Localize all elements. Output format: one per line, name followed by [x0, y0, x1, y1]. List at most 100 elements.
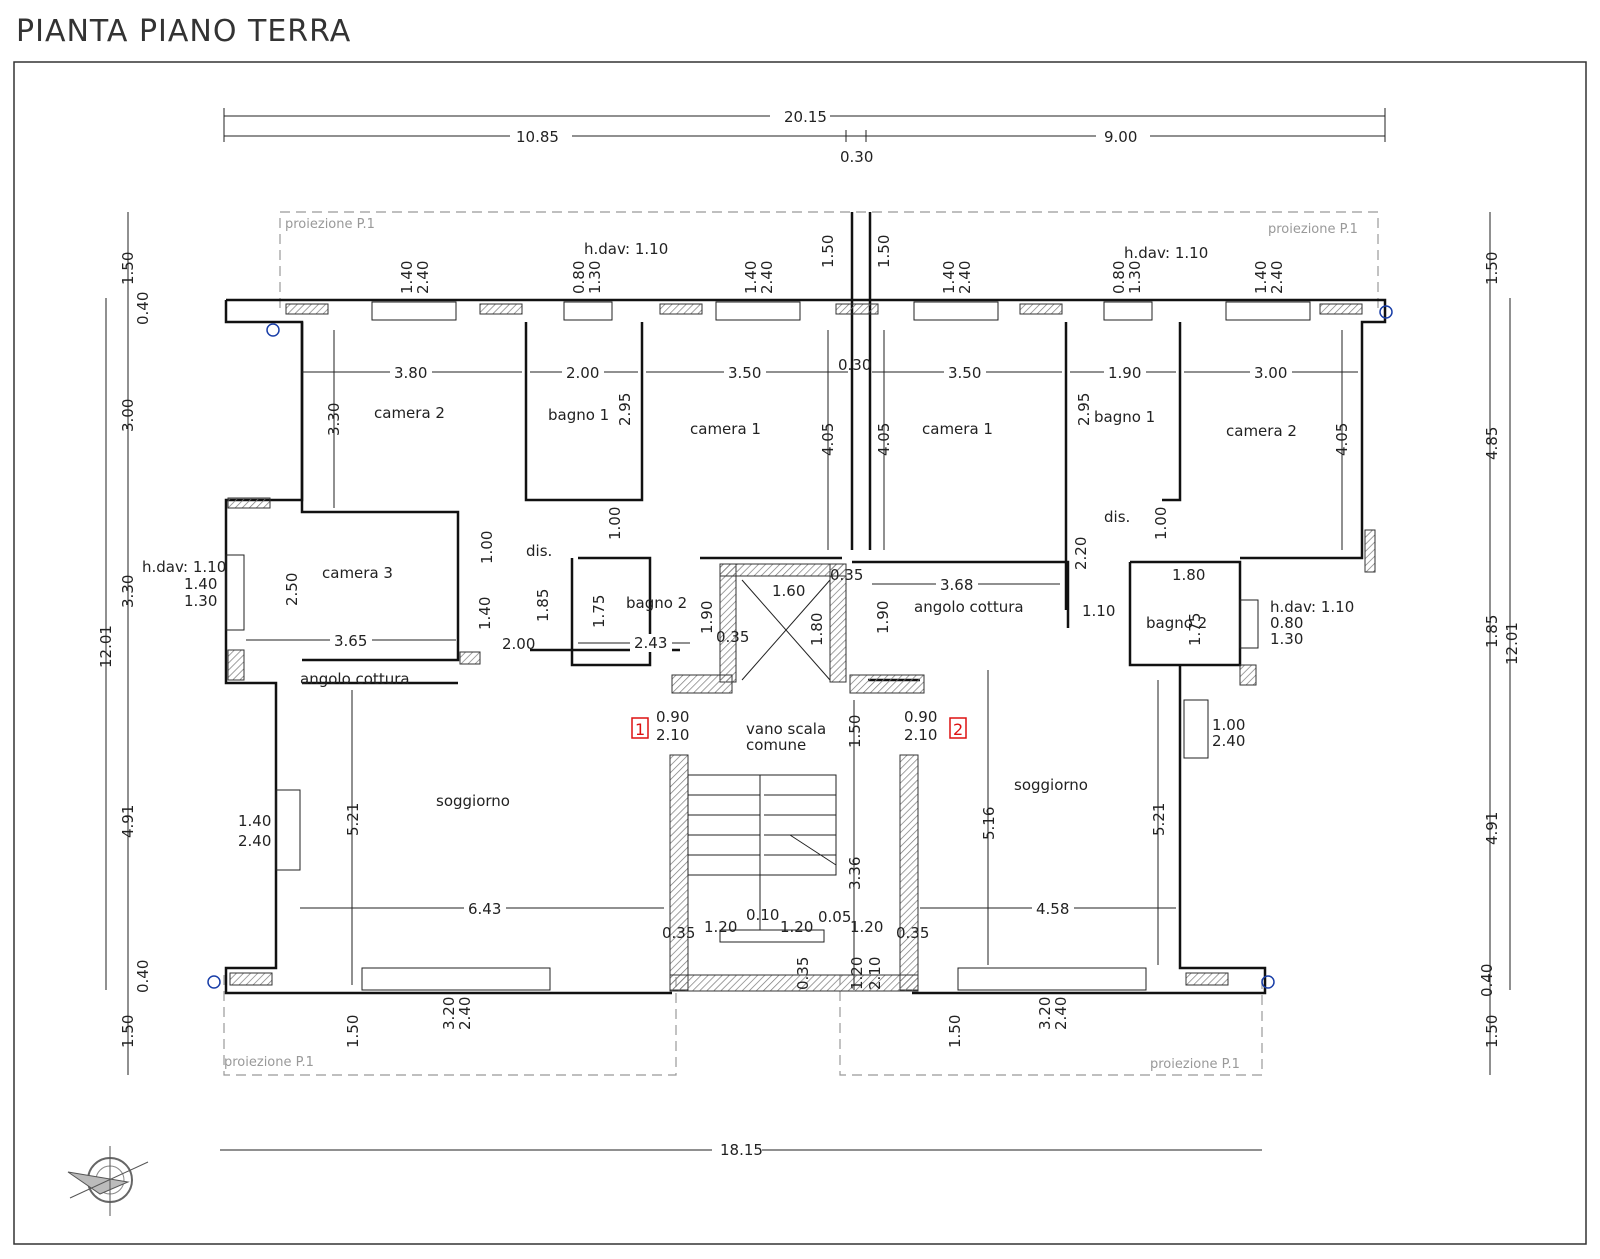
dim-top-mid: 0.30: [840, 148, 873, 166]
dim-stair-width: 1.60: [772, 582, 805, 600]
dim-bagno2-right-width: 1.80: [1172, 566, 1205, 584]
dim-stair-wall: 0.35: [716, 628, 749, 646]
dim-right-5: 0.40: [1478, 964, 1496, 997]
dim-dis-left-2: 1.00: [478, 531, 496, 564]
dim-right-4: 4.91: [1483, 812, 1501, 845]
dim-bagno1-right-width: 1.90: [1108, 364, 1141, 382]
door-2-b: 2.10: [904, 726, 937, 744]
dim-camera1-left-width: 3.50: [728, 364, 761, 382]
dim-top-total: 20.15: [784, 108, 827, 126]
window-12-b: 1.30: [1270, 630, 1303, 648]
room-bagno1-left: bagno 1: [548, 406, 609, 424]
room-vano-scala-comune: comune: [746, 736, 806, 754]
dim-angolo-right-height: 1.90: [874, 601, 892, 634]
window-9-a: 3.20: [440, 997, 458, 1030]
window-7-a: 1.40: [184, 575, 217, 593]
window-3-a: 1.40: [742, 261, 760, 294]
window-6-b: 2.40: [1268, 261, 1286, 294]
page-title: PIANTA PIANO TERRA: [16, 14, 352, 49]
dim-stair-150: 1.50: [846, 715, 864, 748]
window-marks: [225, 301, 1376, 991]
projection-label-br: proiezione P.1: [1150, 1057, 1240, 1072]
dim-bottom-150-right: 1.50: [946, 1015, 964, 1048]
projection-label-tl: proiezione P.1: [285, 217, 375, 232]
dim-camera3-width: 3.65: [334, 632, 367, 650]
corner-markers: [207, 305, 1393, 989]
door-2-a: 0.90: [904, 708, 937, 726]
dim-top-right: 9.00: [1104, 128, 1137, 146]
dim-right-3: 1.85: [1483, 615, 1501, 648]
stair-core: [669, 563, 925, 992]
apartment-badge-1-box: [631, 717, 649, 739]
dim-bagno1-right-height: 2.95: [1075, 393, 1093, 426]
dim-stair-g: 0.35: [896, 924, 929, 942]
room-camera1-left: camera 1: [690, 420, 761, 438]
dim-stair-b: 0.10: [746, 906, 779, 924]
dim-stair-c: 1.20: [780, 918, 813, 936]
room-bagno1-right: bagno 1: [1094, 408, 1155, 426]
dim-stair-j: 0.35: [794, 957, 812, 990]
window-12-a: 0.80: [1270, 614, 1303, 632]
dim-top-left: 10.85: [516, 128, 559, 146]
building-walls: [224, 212, 1387, 995]
dim-camera2-right-height: 4.05: [1333, 423, 1351, 456]
north-arrow-icon: [67, 1146, 149, 1216]
room-soggiorno-right: soggiorno: [1014, 776, 1088, 794]
dim-right-6: 1.50: [1483, 1015, 1501, 1048]
window-5-a: 0.80: [1110, 261, 1128, 294]
dim-bottom-150-left: 1.50: [344, 1015, 362, 1048]
sheet-border: [13, 61, 1587, 1245]
dim-wall-mid: 0.30: [838, 356, 871, 374]
dim-dis-right-3: 1.00: [1152, 507, 1170, 540]
apartment-badge-1: 1: [635, 720, 645, 739]
window-11-b: 2.40: [1212, 732, 1245, 750]
window-10-b: 2.40: [1052, 997, 1070, 1030]
window-5-sill: h.dav: 1.10: [1124, 244, 1208, 262]
projection-outlines: [223, 211, 1379, 1076]
room-camera1-right: camera 1: [922, 420, 993, 438]
window-2-a: 0.80: [570, 261, 588, 294]
dim-left-3: 3.00: [119, 399, 137, 432]
window-4-b: 2.40: [956, 261, 974, 294]
window-5-b: 1.30: [1126, 261, 1144, 294]
dim-bagno2-left-height: 1.75: [590, 595, 608, 628]
dim-right-1: 1.50: [1483, 252, 1501, 285]
room-camera2-right: camera 2: [1226, 422, 1297, 440]
dim-right-total: 12.01: [1503, 622, 1521, 665]
room-camera2-left: camera 2: [374, 404, 445, 422]
dim-bagno2-right-height: 1.75: [1186, 613, 1204, 646]
window-9-b: 2.40: [456, 997, 474, 1030]
room-bagno2-left: bagno 2: [626, 594, 687, 612]
apartment-badge-2-box: [949, 717, 967, 739]
dim-stair-336: 3.36: [846, 857, 864, 890]
dim-stair-i: 2.10: [866, 957, 884, 990]
window-11-a: 1.00: [1212, 716, 1245, 734]
dim-camera3-height: 2.50: [283, 573, 301, 606]
window-7-b: 1.30: [184, 592, 217, 610]
window-10-a: 3.20: [1036, 997, 1054, 1030]
dim-bagno1-left-width: 2.00: [566, 364, 599, 382]
dim-bagno1-left-height: 2.95: [616, 393, 634, 426]
room-dis-right: dis.: [1104, 508, 1130, 526]
dim-stair-height: 1.80: [808, 613, 826, 646]
dim-stair-wall-2: 0.35: [830, 566, 863, 584]
dim-dis-left-1: 1.00: [606, 507, 624, 540]
apartment-badge-2: 2: [953, 720, 963, 739]
dim-left-2: 0.40: [134, 292, 152, 325]
dim-camera2-left-height: 3.30: [325, 403, 343, 436]
window-8-a: 1.40: [238, 812, 271, 830]
window-2-b: 1.30: [586, 261, 604, 294]
room-soggiorno-left: soggiorno: [436, 792, 510, 810]
dim-dis-right-1: 2.20: [1072, 537, 1090, 570]
dim-soggiorno-left-width: 6.43: [468, 900, 501, 918]
window-4-a: 1.40: [940, 261, 958, 294]
room-vano-scala: vano scala: [746, 720, 826, 738]
dim-bagno2-left-width: 2.43: [634, 634, 667, 652]
room-angolo-cottura-left: angolo cottura: [300, 670, 410, 688]
dim-soggiorno-right-height-2: 5.21: [1150, 803, 1168, 836]
dim-camera2-left-width: 3.80: [394, 364, 427, 382]
dim-camera1-left-height: 4.05: [819, 423, 837, 456]
door-1-b: 2.10: [656, 726, 689, 744]
dim-soggiorno-right-width: 4.58: [1036, 900, 1069, 918]
